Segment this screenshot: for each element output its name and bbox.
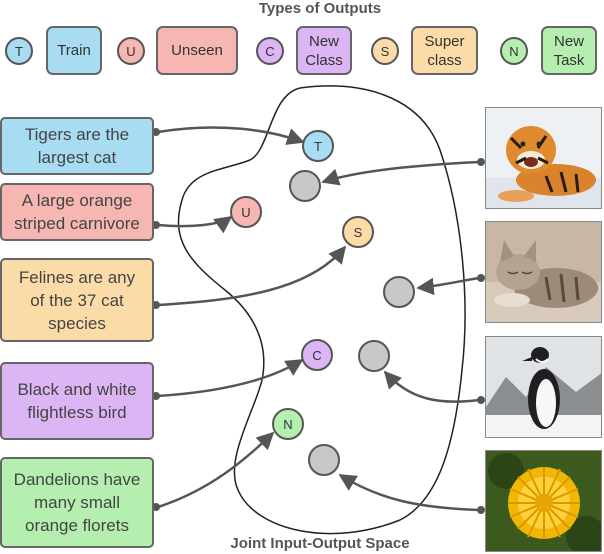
legend-letter: U [126, 43, 136, 59]
anchor-dot [152, 392, 160, 400]
legend-train-box: Train [46, 26, 102, 75]
text-input-label: Dandelions have many small orange floret… [13, 470, 141, 535]
legend-label: New Task [553, 32, 585, 69]
text-input-tiger: Tigers are the largest cat [0, 117, 154, 175]
space-node-train [302, 130, 334, 162]
text-input-label: A large orange striped carnivore [14, 191, 140, 233]
arrow-image-tiger [321, 160, 480, 186]
legend-label: Train [57, 42, 91, 59]
text-input-dandelion: Dandelions have many small orange floret… [0, 457, 154, 548]
legend-letter: N [509, 43, 519, 59]
space-node-unseen [230, 196, 262, 228]
image-node-dandelion [308, 444, 340, 476]
anchor-dot [477, 158, 485, 166]
space-node-new-task-letter: N [283, 417, 292, 432]
image-node-penguin [358, 340, 390, 372]
arrow-text-bird [157, 358, 304, 398]
space-node-new-task [272, 408, 304, 440]
text-input-felines: Felines are any of the 37 cat species [0, 258, 154, 342]
text-input-label: Tigers are the largest cat [24, 125, 130, 167]
space-node-train-letter: T [314, 139, 322, 154]
space-node-superclass [342, 216, 374, 248]
legend-label: Super class [424, 32, 465, 69]
anchor-dot [477, 274, 485, 282]
arrow-image-cat [416, 276, 480, 296]
legend-train-node: T [5, 37, 33, 65]
legend-letter: T [15, 43, 23, 59]
legend-label: Unseen [171, 42, 223, 59]
cat-photo-icon [485, 221, 602, 323]
legend-new-task-box: New Task [541, 26, 597, 75]
text-input-bird: Black and white flightless bird [0, 362, 154, 440]
arrow-text-orange [157, 215, 233, 234]
joint-space-outline [177, 85, 466, 535]
legend-superclass-box: Super class [411, 26, 478, 75]
arrow-text-tiger [157, 126, 305, 145]
legend-letter: C [265, 43, 275, 59]
image-node-tiger [289, 170, 321, 202]
arrow-image-dandelion [338, 473, 480, 512]
anchor-dot [152, 503, 160, 511]
legend-letter: S [380, 43, 390, 59]
space-node-new-class-letter: C [312, 348, 321, 363]
anchor-dot [477, 506, 485, 514]
image-node-cat [383, 276, 415, 308]
joint-space-label: Joint Input-Output Space [230, 535, 410, 552]
arrow-text-dandelion [157, 431, 275, 509]
arrow-text-felines [157, 245, 347, 307]
space-node-new-class [301, 339, 333, 371]
legend-superclass-node: S [371, 37, 399, 65]
legend-new-class-box: New Class [296, 26, 352, 75]
text-input-orange-carnivore: A large orange striped carnivore [0, 183, 154, 241]
anchor-dot [152, 221, 160, 229]
anchor-dot [152, 301, 160, 309]
legend-unseen-box: Unseen [156, 26, 238, 75]
penguin-photo-icon [485, 336, 602, 438]
text-input-label: Black and white flightless bird [17, 380, 137, 422]
arrow-image-penguin [383, 370, 480, 403]
space-node-unseen-letter: U [241, 205, 250, 220]
tiger-photo-icon [485, 107, 602, 209]
space-node-superclass-letter: S [354, 225, 363, 240]
legend-unseen-node: U [117, 37, 145, 65]
anchor-dot [152, 128, 160, 136]
legend-new-class-node: C [256, 37, 284, 65]
diagram-title: Types of Outputs [258, 0, 382, 17]
legend-label: New Class [305, 32, 343, 69]
legend-new-task-node: N [500, 37, 528, 65]
dandelion-photo-icon [485, 450, 602, 552]
anchor-dot [477, 396, 485, 404]
text-input-label: Felines are any of the 37 cat species [18, 267, 136, 333]
